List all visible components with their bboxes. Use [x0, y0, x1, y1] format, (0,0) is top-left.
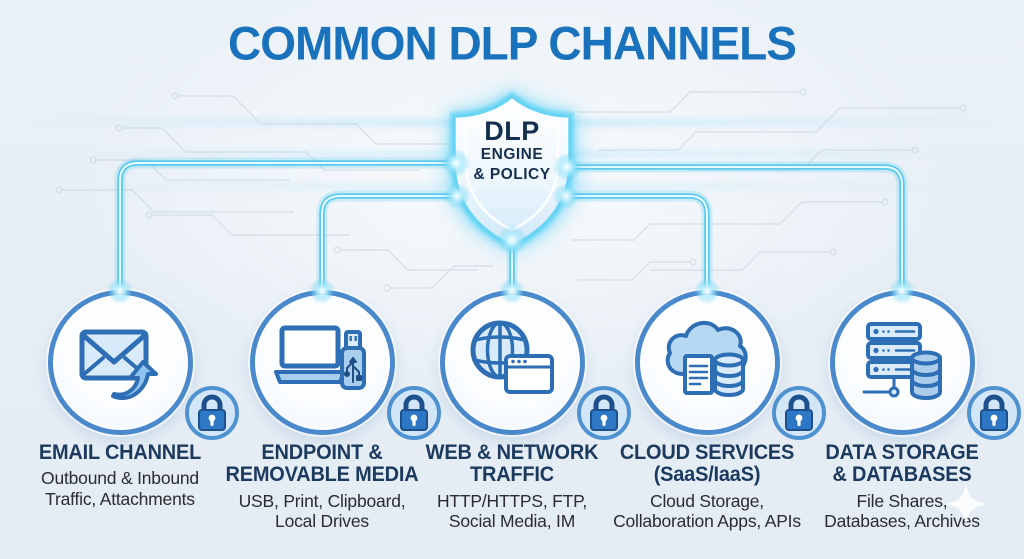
channel-storage-subtitle: File Shares, Databases, Archives [800, 491, 1004, 532]
subtitle-line: Cloud Storage, [650, 490, 764, 511]
email-channel-bubble [47, 290, 239, 440]
subtitle-line: HTTP/HTTPS, FTP, [436, 490, 588, 511]
channel-cloud: CLOUD SERVICES (SaaS/IaaS) Cloud Storage… [605, 290, 826, 532]
endpoint-channel-bubble [249, 290, 441, 440]
page-title: COMMON DLP CHANNELS [228, 16, 797, 70]
lock-icon [966, 386, 1021, 440]
channel-storage: DATA STORAGE & DATABASES File Shares, Da… [800, 290, 1021, 532]
cloud-document-database-icon [665, 320, 748, 397]
title-line: DATA STORAGE [825, 441, 979, 464]
subtitle-line: Outbound & Inbound [41, 468, 199, 489]
title-line: ENDPOINT & [261, 441, 383, 464]
channel-endpoint-title: ENDPOINT & REMOVABLE MEDIA [220, 441, 424, 487]
channel-web-subtitle: HTTP/HTTPS, FTP, Social Media, IM [410, 491, 614, 532]
channel-web: WEB & NETWORK TRAFFIC HTTP/HTTPS, FTP, S… [410, 290, 631, 532]
subtitle-line: File Shares, [856, 490, 948, 511]
title-line: & DATABASES [832, 463, 972, 487]
subtitle-line: Social Media, IM [448, 510, 576, 531]
shield-label-engine: ENGINE [480, 146, 544, 163]
channel-cloud-title: CLOUD SERVICES (SaaS/IaaS) [605, 441, 809, 487]
web-channel-bubble [439, 290, 631, 440]
shield-label-policy: & POLICY [473, 165, 551, 183]
channel-email: EMAIL CHANNEL Outbound & Inbound Traffic… [18, 290, 239, 509]
envelope-forward-icon [79, 329, 158, 400]
subtitle-line: Collaboration Apps, APIs [613, 510, 801, 531]
subtitle-line: USB, Print, Clipboard, [238, 490, 406, 511]
subtitle-line: Local Drives [275, 510, 369, 531]
cloud-channel-bubble [634, 290, 826, 440]
globe-browser-icon [470, 320, 554, 394]
channel-endpoint: ENDPOINT & REMOVABLE MEDIA USB, Print, C… [220, 290, 441, 532]
channel-endpoint-subtitle: USB, Print, Clipboard, Local Drives [220, 491, 424, 532]
channel-email-title: EMAIL CHANNEL [18, 441, 222, 464]
shield-label-dlp: DLP [484, 116, 540, 146]
subtitle-line: Databases, Archives [824, 510, 980, 531]
server-database-icon [862, 322, 942, 400]
title-line: REMOVABLE MEDIA [225, 463, 419, 487]
lock-icon [576, 386, 631, 440]
lock-icon [386, 386, 441, 440]
shield-label: DLP ENGINE & POLICY [422, 118, 602, 183]
title-line: WEB & NETWORK [425, 441, 599, 464]
storage-channel-bubble [829, 290, 1021, 440]
channel-storage-title: DATA STORAGE & DATABASES [800, 441, 1004, 487]
channel-email-subtitle: Outbound & Inbound Traffic, Attachments [18, 468, 222, 509]
title-line: EMAIL CHANNEL [38, 441, 202, 464]
title-line: TRAFFIC [469, 463, 554, 487]
title-line: CLOUD SERVICES [619, 441, 795, 464]
subtitle-line: Traffic, Attachments [45, 488, 195, 509]
laptop-usb-icon [273, 325, 366, 390]
lock-icon [184, 386, 239, 440]
title-line: (SaaS/IaaS) [653, 463, 761, 487]
channel-web-title: WEB & NETWORK TRAFFIC [410, 441, 614, 487]
lock-icon [771, 386, 826, 440]
channel-cloud-subtitle: Cloud Storage, Collaboration Apps, APIs [605, 491, 809, 532]
